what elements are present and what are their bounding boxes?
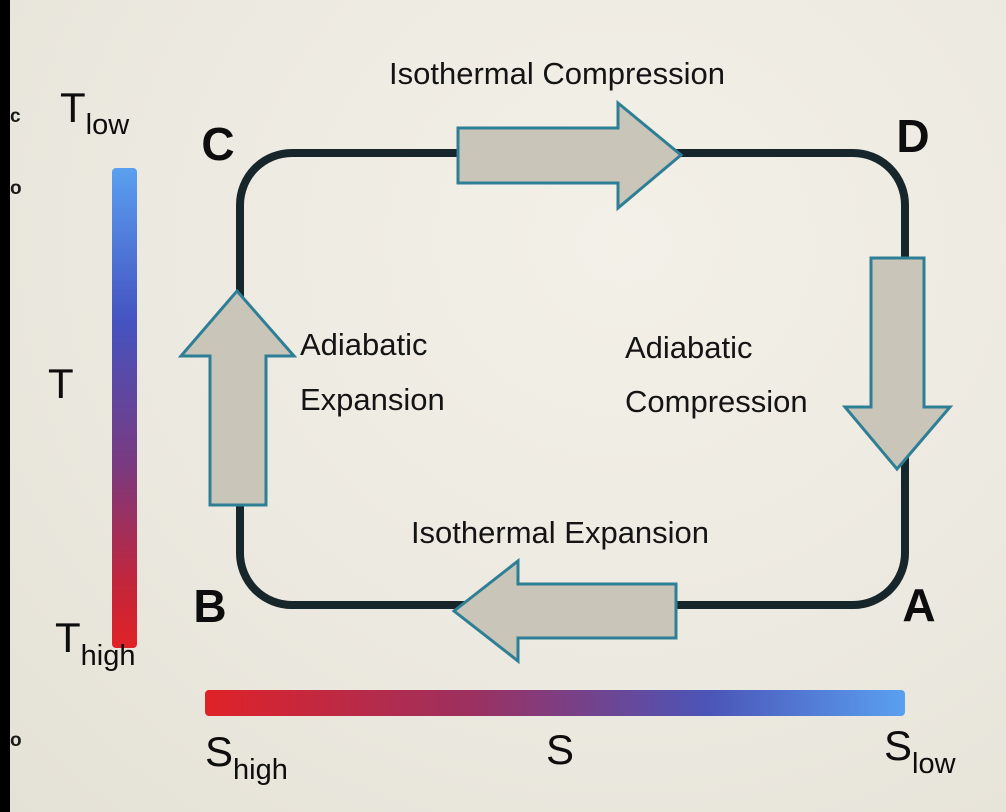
edge-text-fragment: o [10,730,22,751]
s-axis-label: S [546,726,574,773]
t-low-label: Tlow [60,84,130,141]
state-label-d: D [896,110,929,162]
down-pointing-arrow-icon [841,256,954,472]
right-process-label-line2: Compression [625,384,808,419]
up-pointing-arrow-icon [177,288,298,507]
left-pointing-arrow-icon [451,557,678,665]
entropy-gradient-bar [205,690,905,716]
edge-text-fragment: c [10,106,21,127]
left-process-label-line1: Adiabatic [300,327,428,362]
top-process-label: Isothermal Compression [389,56,725,91]
s-low-label: Slow [884,722,957,780]
bottom-process-label: Isothermal Expansion [411,515,709,550]
left-process-label-line2: Expansion [300,382,445,417]
t-high-label: Thigh [55,614,135,672]
screen-edge-bar [0,0,10,812]
s-high-label: Shigh [205,728,288,786]
t-axis-label: T [48,360,74,407]
state-label-c: C [201,118,234,170]
temperature-gradient-bar [112,168,137,648]
right-pointing-arrow-icon [456,99,684,212]
right-process-label-line1: Adiabatic [625,330,753,365]
edge-text-fragment: o [10,178,22,199]
state-label-a: A [902,579,935,631]
state-label-b: B [193,580,226,632]
